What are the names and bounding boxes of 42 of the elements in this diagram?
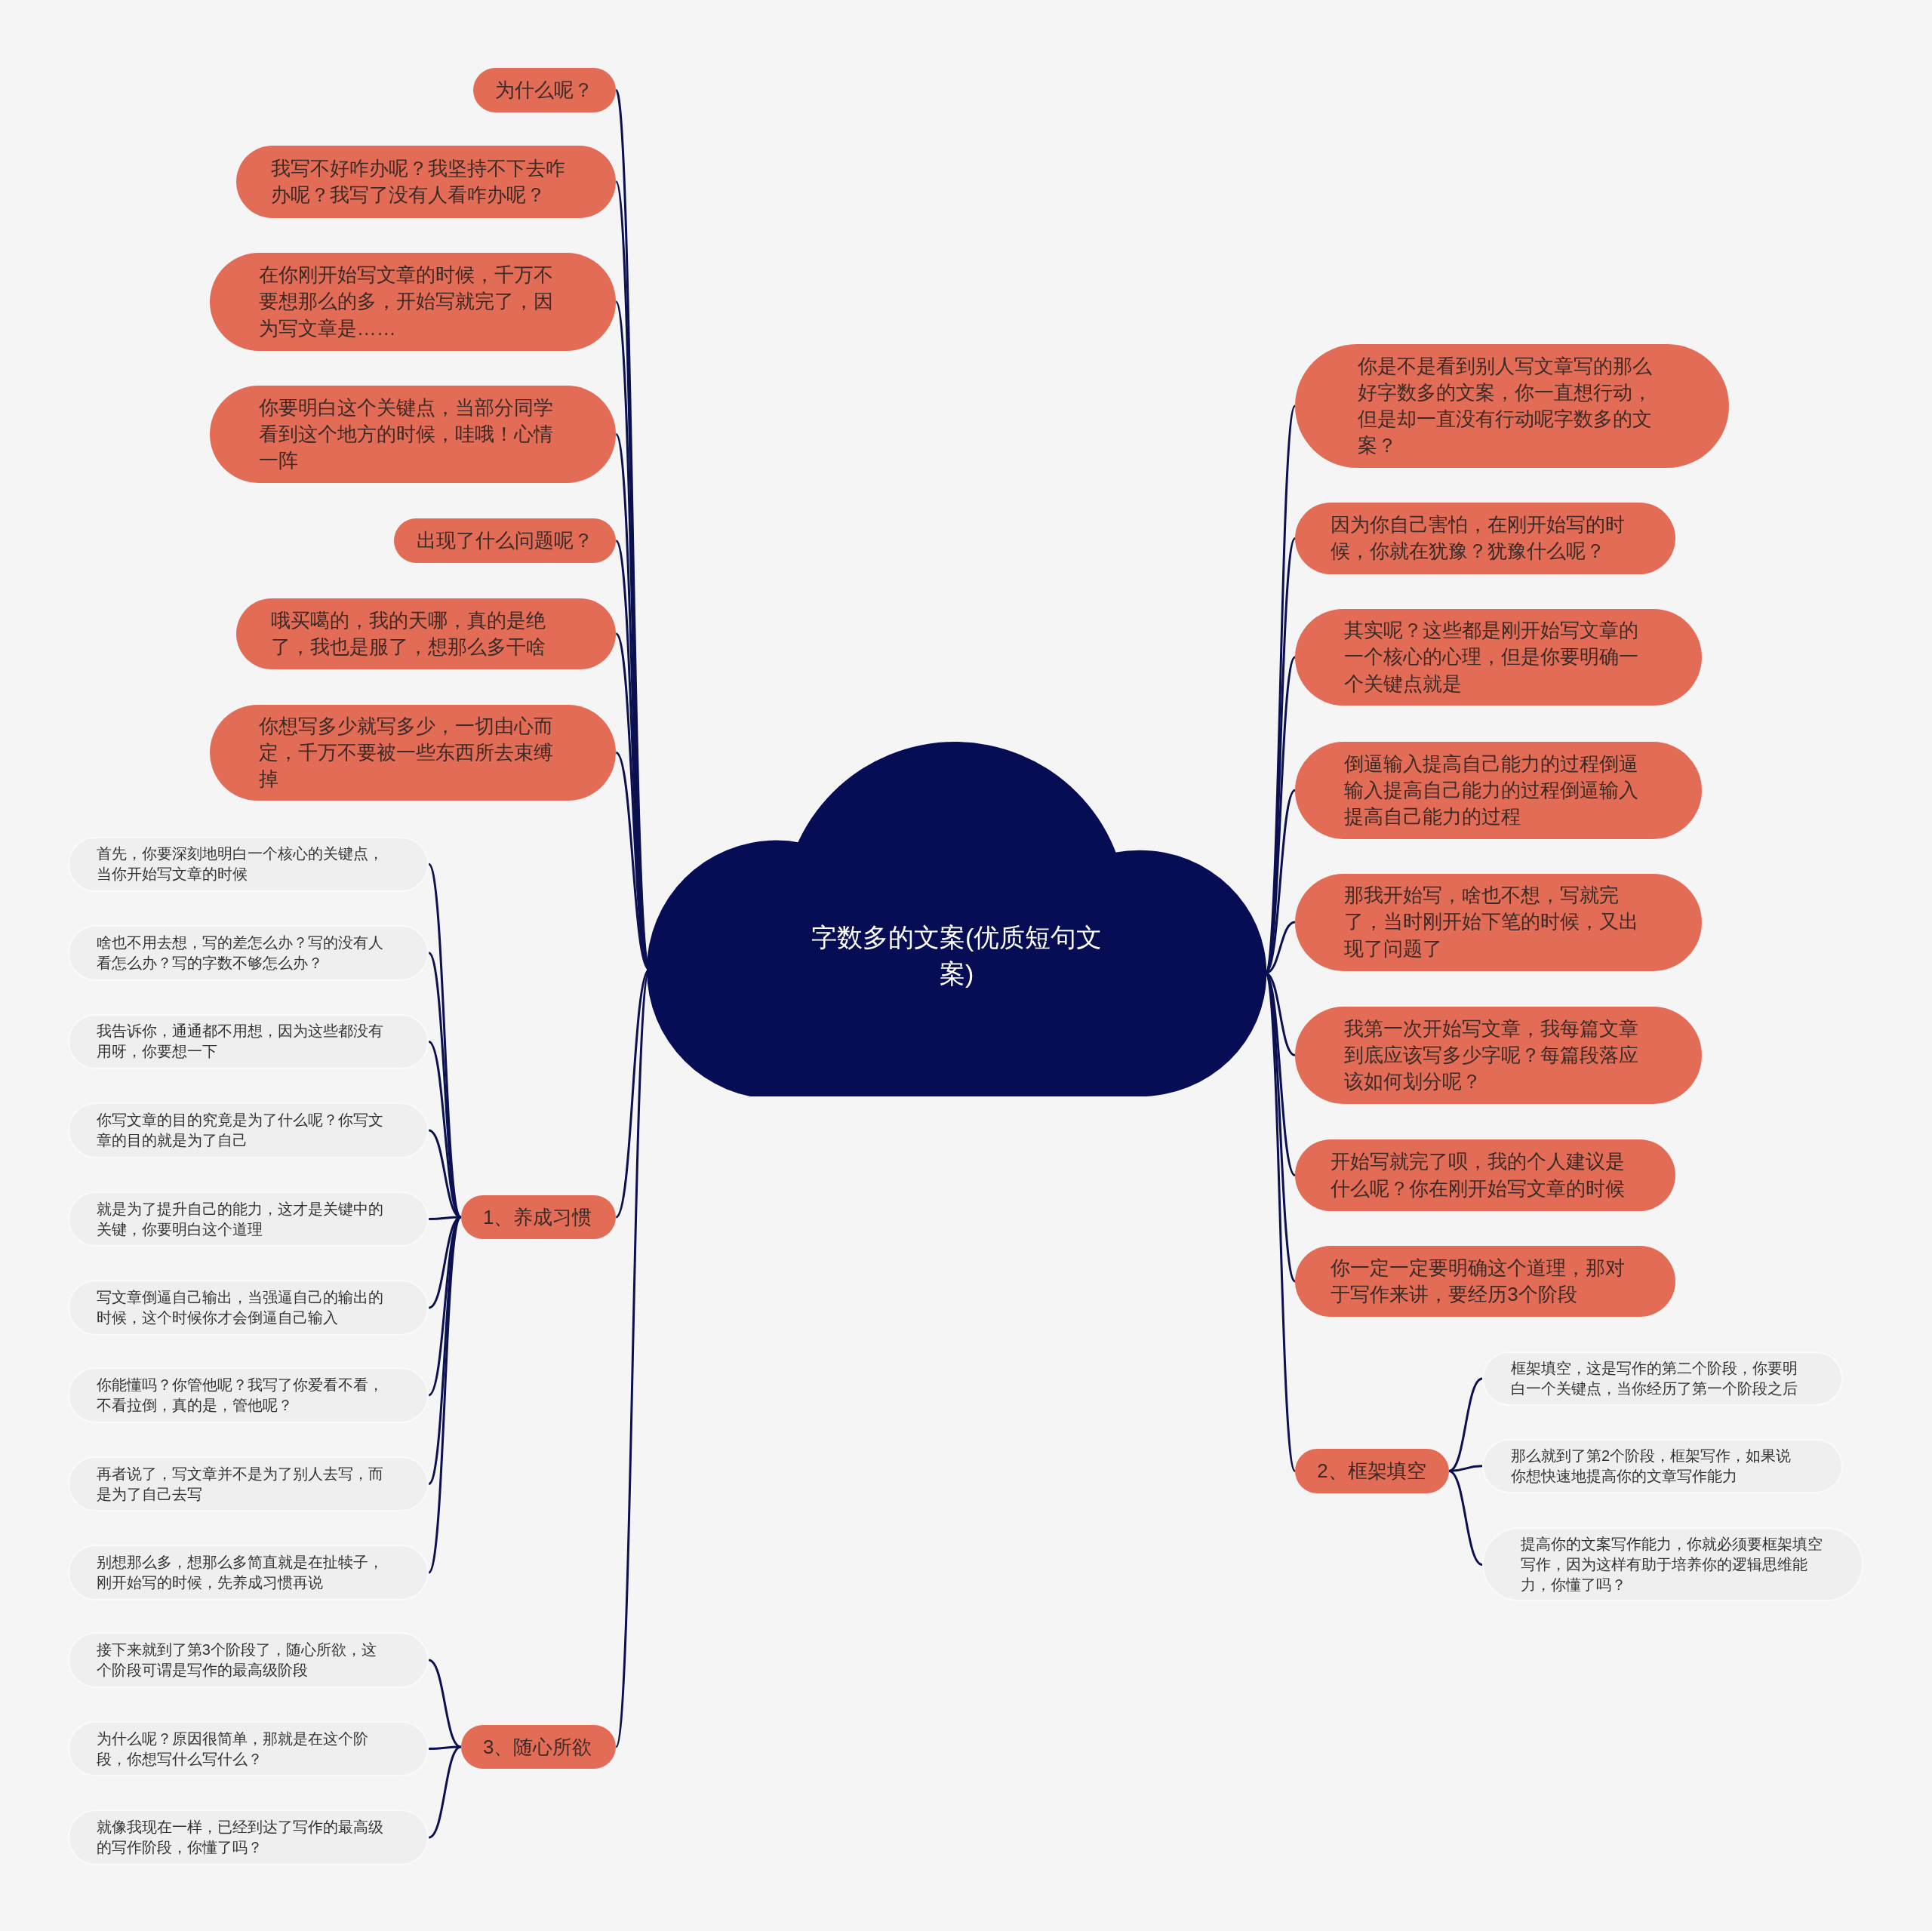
branch-bubble: 2、框架填空 [1294,1449,1449,1493]
branch-bubble: 3、随心所欲 [460,1724,617,1770]
connector-line [427,1216,462,1485]
topic-bubble: 你要明白这个关键点，当部分同学看到这个地方的时候，哇哦！心情一阵 [209,386,617,483]
note-bubble: 就像我现在一样，已经到达了写作的最高级的写作阶段，你懂了吗？ [67,1810,429,1865]
note-bubble: 接下来就到了第3个阶段了，随心所欲，这个阶段可谓是写作的最高级阶段 [67,1632,429,1688]
topic-bubble: 其实呢？这些都是刚开始写文章的一个核心的心理，但是你要明确一个关键点就是 [1294,608,1702,706]
connector-line [428,1745,462,1839]
note-bubble: 你写文章的目的究竟是为了什么呢？你写文章的目的就是为了自己 [67,1102,429,1158]
note-bubble: 别想那么多，想那么多简直就是在扯犊子，刚开始写的时候，先养成习惯再说 [67,1545,429,1600]
note-bubble: 再者说了，写文章并不是为了别人去写，而是为了自己去写 [67,1456,429,1512]
connector-line [1264,973,1297,1471]
topic-bubble: 开始写就完了呗，我的个人建议是什么呢？你在刚开始写文章的时候 [1294,1139,1676,1211]
topic-bubble: 我写不好咋办呢？我坚持不下去咋办呢？我写了没有人看咋办呢？ [236,145,617,218]
central-topic: 字数多的文案(优质短句文案) [811,922,1103,989]
connector-line [1448,1377,1483,1472]
connector-line [1448,1470,1483,1566]
note-bubble: 你能懂吗？你管他呢？我写了你爱看不看，不看拉倒，真的是，管他呢？ [67,1367,429,1423]
note-bubble: 啥也不用去想，写的差怎么办？写的没有人看怎么办？写的字数不够怎么办？ [67,925,429,981]
topic-bubble: 哦买噶的，我的天哪，真的是绝了，我也是服了，想那么多干啥 [236,598,617,669]
topic-bubble: 你一定一定要明确这个道理，那对于写作来讲，要经历3个阶段 [1294,1245,1676,1318]
note-bubble: 写文章倒逼自己输出，当强逼自己的输出的时候，这个时候你才会倒逼自己输入 [67,1280,429,1336]
branch-bubble: 1、养成习惯 [460,1195,617,1240]
topic-bubble: 倒逼输入提高自己能力的过程倒逼输入提高自己能力的过程倒逼输入提高自己能力的过程 [1294,741,1702,839]
connector-line [427,952,462,1218]
note-bubble: 我告诉你，通通都不用想，因为这些都没有用呀，你要想一下 [67,1013,429,1070]
topic-bubble: 我第一次开始写文章，我每篇文章到底应该写多少字呢？每篇段落应该如何划分呢？ [1294,1006,1702,1104]
connector-line [428,1659,462,1748]
note-bubble: 提高你的文案写作能力，你就必须要框架填空写作，因为这样有助于培养你的逻辑思维能力，你懂了吗？ [1482,1527,1863,1602]
topic-bubble: 你是不是看到别人写文章写的那么好字数多的文案，你一直想行动，但是却一直没有行动呢字数多的文案？ [1294,343,1729,469]
topic-bubble: 出现了什么问题呢？ [394,518,617,564]
note-bubble: 为什么呢？原因很简单，那就是在这个阶段，你想写什么写什么？ [67,1720,429,1777]
connector-line [427,1216,462,1573]
topic-bubble: 在你刚开始写文章的时候，千万不要想那么的多，开始写就完了，因为写文章是…… [209,252,617,352]
note-bubble: 就是为了提升自己的能力，这才是关键中的关键，你要明白这个道理 [67,1191,429,1247]
topic-bubble: 为什么呢？ [472,67,617,112]
note-bubble: 首先，你要深刻地明白一个核心的关键点，当你开始写文章的时候 [67,836,429,893]
topic-bubble: 你想写多少就写多少，一切由心而定，千万不要被一些东西所去束缚掉 [209,704,617,801]
topic-bubble: 因为你自己害怕，在刚开始写的时候，你就在犹豫？犹豫什么呢？ [1294,503,1676,574]
note-bubble: 那么就到了第2个阶段，框架写作，如果说你想快速地提高你的文章写作能力 [1482,1438,1844,1493]
note-bubble: 框架填空，这是写作的第二个阶段，你要明白一个关键点，当你经历了第一个阶段之后 [1482,1351,1844,1406]
topic-bubble: 那我开始写，啥也不想，写就完了，当时刚开始下笔的时候，又出现了问题了 [1294,873,1702,971]
